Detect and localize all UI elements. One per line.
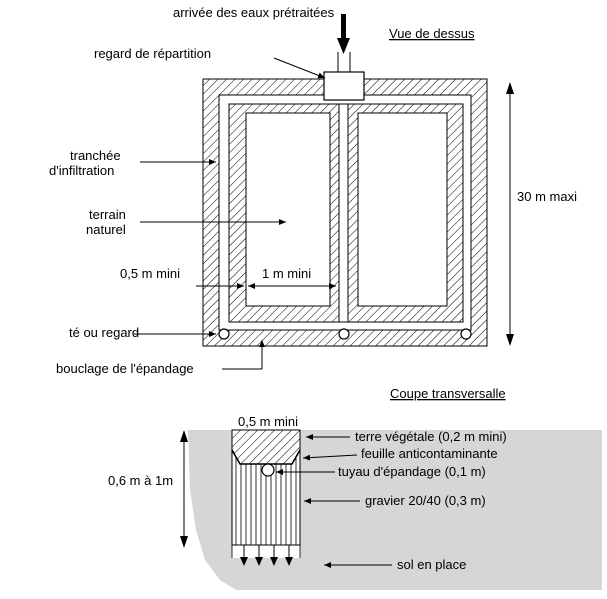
trench-label-line1: tranchée [70, 148, 121, 163]
min-spacing-label: 0,5 m mini [120, 266, 180, 281]
ground-label-line1: terrain [89, 207, 126, 222]
subsoil-label: sol en place [397, 557, 466, 572]
top-view-title: Vue de dessus [389, 26, 475, 41]
depth-dimension [180, 430, 188, 548]
width-label: 0,5 m mini [238, 414, 298, 429]
top-view [134, 14, 514, 370]
tee-right [460, 328, 472, 340]
cross-section [180, 429, 602, 590]
tee-label: té ou regard [69, 325, 139, 340]
inlet-arrow [337, 14, 350, 54]
infiltration-arrows [240, 545, 293, 566]
inlet-label: arrivée des eaux prétraitées [173, 5, 335, 20]
loop-label: bouclage de l'épandage [56, 361, 194, 376]
tee-center [338, 328, 350, 340]
distribution-box-label: regard de répartition [94, 46, 211, 61]
trench-spacing-label: 1 m mini [262, 266, 311, 281]
ground-label-line2: naturel [86, 222, 126, 237]
membrane-label: feuille anticontaminante [361, 446, 498, 461]
field-left [245, 112, 331, 307]
depth-label: 0,6 m à 1m [108, 473, 173, 488]
topsoil-wedge [231, 429, 301, 465]
pipe-label: tuyau d'épandage (0,1 m) [338, 464, 486, 479]
gravel-label: gravier 20/40 (0,3 m) [365, 493, 486, 508]
spreading-pipe [261, 463, 275, 477]
max-length-label: 30 m maxi [517, 189, 577, 204]
trench-label-line2: d'infiltration [49, 163, 114, 178]
native-soil [188, 430, 602, 590]
length-dimension [506, 82, 514, 346]
topsoil-label: terre végétale (0,2 m mini) [355, 429, 507, 444]
field-right [357, 112, 448, 307]
tee-left [218, 328, 230, 340]
distribution-box [323, 71, 365, 101]
cross-section-title: Coupe transversalle [390, 386, 506, 401]
